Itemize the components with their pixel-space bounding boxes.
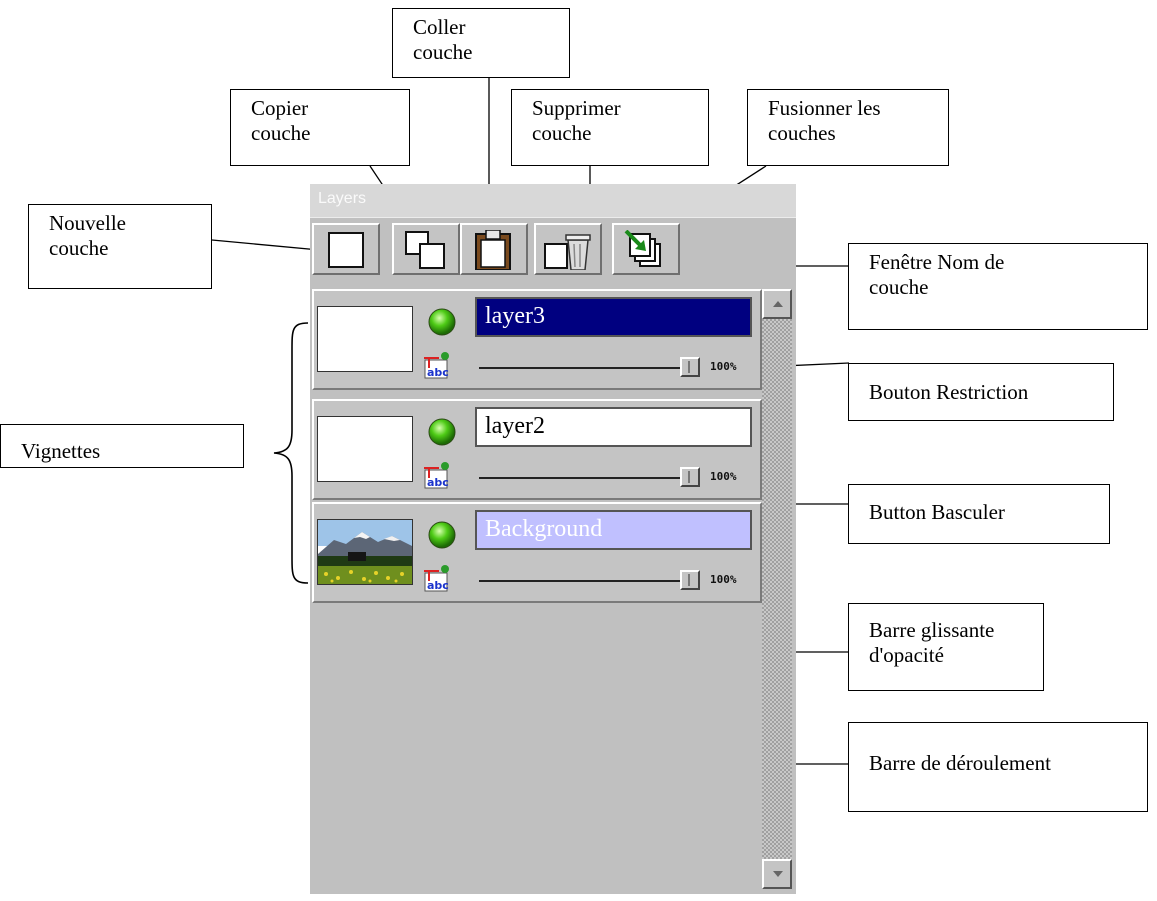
callout-barre-glissante-opacite: Barre glissante d'opacité [848, 603, 1044, 691]
callout-fenetre-nom-de-couche: Fenêtre Nom de couche [848, 243, 1148, 330]
layers-panel-titlebar[interactable]: Layers [310, 184, 796, 218]
layer-thumbnail-background[interactable] [317, 519, 413, 585]
layer-name-field[interactable]: layer3 [475, 297, 752, 337]
callout-button-basculer: Button Basculer [848, 484, 1110, 544]
visibility-toggle-icon[interactable] [427, 417, 457, 447]
delete-layer-button[interactable] [534, 223, 602, 275]
opacity-value: 100% [710, 360, 737, 373]
arrow-up-icon [773, 301, 783, 307]
opacity-slider-track[interactable] [479, 580, 697, 582]
landscape-thumbnail-image [318, 520, 412, 584]
callout-supprimer-couche: Supprimer couche [511, 89, 709, 166]
layer-name-field[interactable]: Background [475, 510, 752, 550]
layers-panel-title: Layers [318, 190, 367, 207]
delete-layer-icon [544, 234, 591, 270]
restriction-abc-icon[interactable]: abc [421, 350, 455, 382]
restriction-abc-icon[interactable]: abc [421, 460, 455, 492]
svg-text:abc: abc [427, 579, 449, 592]
svg-text:abc: abc [427, 476, 449, 489]
layer-row-layer3[interactable]: abc layer3 100% [312, 289, 762, 390]
opacity-slider-track[interactable] [479, 367, 697, 369]
copy-layer-icon [405, 231, 445, 269]
opacity-slider-thumb[interactable] [680, 570, 700, 590]
merge-layers-button[interactable] [612, 223, 680, 275]
scroll-up-button[interactable] [762, 289, 792, 319]
scroll-down-button[interactable] [762, 859, 792, 889]
opacity-value: 100% [710, 470, 737, 483]
callout-copier-couche: Copier couche [230, 89, 410, 166]
arrow-down-icon [773, 871, 783, 877]
layer-row-layer2[interactable]: abc layer2 100% [312, 399, 762, 500]
layer-name-field[interactable]: layer2 [475, 407, 752, 447]
layer-thumbnail[interactable] [317, 306, 413, 372]
copy-layer-button[interactable] [392, 223, 460, 275]
visibility-toggle-icon[interactable] [427, 520, 457, 550]
restriction-abc-icon[interactable]: abc [421, 563, 455, 595]
new-layer-icon [328, 232, 364, 268]
paste-layer-icon [475, 230, 511, 270]
paste-layer-button[interactable] [460, 223, 528, 275]
callout-barre-de-deroulement: Barre de déroulement [848, 722, 1148, 812]
layers-panel: Layers [310, 184, 796, 894]
merge-layers-icon [624, 230, 661, 267]
layers-scrollbar[interactable] [762, 289, 792, 889]
callout-coller-couche: Coller couche [392, 8, 570, 78]
opacity-slider-track[interactable] [479, 477, 697, 479]
opacity-value: 100% [710, 573, 737, 586]
visibility-toggle-icon[interactable] [427, 307, 457, 337]
callout-bouton-restriction: Bouton Restriction [848, 363, 1114, 421]
opacity-slider-thumb[interactable] [680, 357, 700, 377]
callout-vignettes: Vignettes [0, 424, 244, 468]
vignettes-brace [273, 322, 309, 584]
new-layer-button[interactable] [312, 223, 380, 275]
opacity-slider-thumb[interactable] [680, 467, 700, 487]
layer-thumbnail[interactable] [317, 416, 413, 482]
callout-fusionner-couches: Fusionner les couches [747, 89, 949, 166]
svg-text:abc: abc [427, 366, 449, 379]
layer-row-background[interactable]: abc Background 100% [312, 502, 762, 603]
callout-nouvelle-couche: Nouvelle couche [28, 204, 212, 289]
